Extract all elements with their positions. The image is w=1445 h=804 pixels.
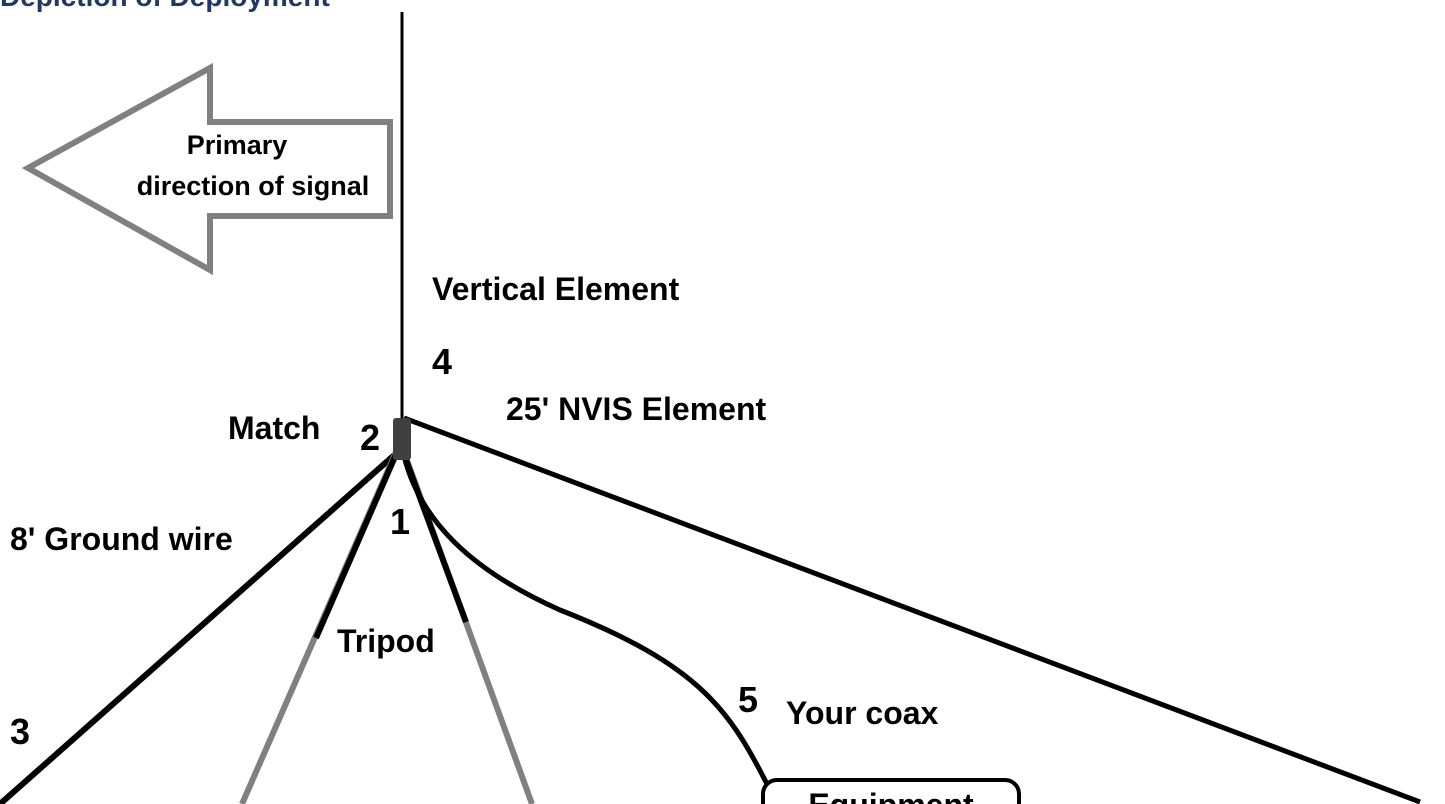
- ground-wire: [0, 447, 402, 804]
- coax-cable: [401, 455, 773, 792]
- nvis-element-label: 25' NVIS Element: [506, 391, 767, 427]
- vertical-element-label: Vertical Element: [432, 271, 680, 307]
- match-label: Match: [228, 410, 320, 446]
- arrow-label-line1: Primary: [187, 130, 288, 160]
- marker-3: 3: [10, 711, 30, 752]
- marker-1: 1: [390, 501, 410, 542]
- tripod-leg-left-upper: [313, 450, 400, 640]
- equipment-label: Equipment: [808, 787, 974, 804]
- coax-label: Your coax: [786, 695, 939, 731]
- equipment-box[interactable]: [761, 778, 1021, 804]
- marker-5: 5: [738, 679, 758, 720]
- marker-4: 4: [432, 341, 452, 382]
- ground-wire-label: 8' Ground wire: [10, 521, 233, 557]
- diagram-title: Depiction of Deployment: [0, 0, 330, 12]
- marker-2: 2: [360, 417, 380, 458]
- signal-direction-arrow: [21, 62, 393, 276]
- match-unit: [393, 418, 411, 460]
- tripod-label: Tripod: [337, 623, 435, 659]
- arrow-label-line2: direction of signal: [137, 171, 370, 201]
- nvis-element-wire: [403, 415, 1421, 804]
